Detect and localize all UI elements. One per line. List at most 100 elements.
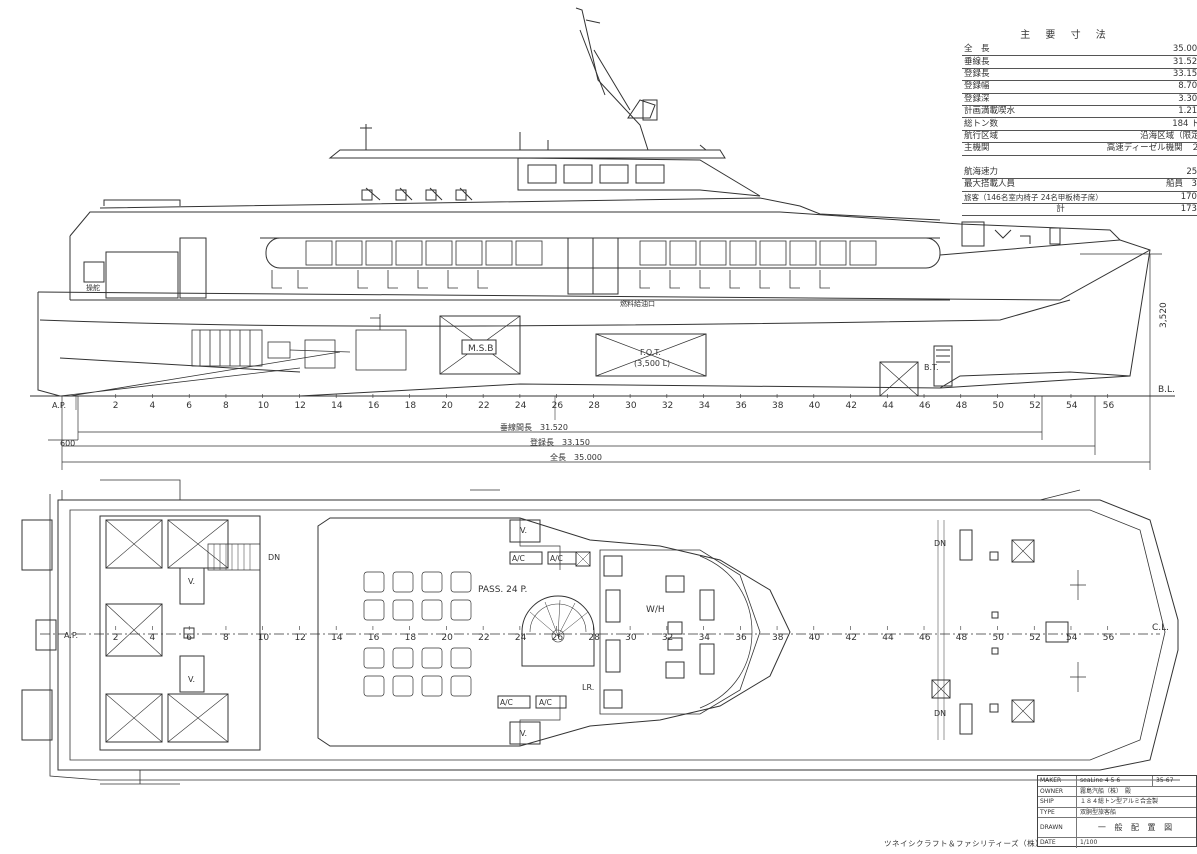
plan-frame-10: 10 <box>258 633 270 643</box>
plan-frame-54: 54 <box>1066 633 1078 643</box>
spec-label: 垂線長 <box>962 55 1105 69</box>
profile-frame-56: 56 <box>1103 401 1115 411</box>
spec-label: 計画満載喫水 <box>962 105 1105 119</box>
plan-frame-56: 56 <box>1103 633 1115 643</box>
spec-value: 33.15 m <box>1104 68 1197 82</box>
profile-frame-32: 32 <box>662 401 673 411</box>
plan-frame-20: 20 <box>441 633 453 643</box>
wheelhouse-label: W/H <box>646 605 665 615</box>
plan-frame-12: 12 <box>294 633 305 643</box>
overall-length-dimension: 全長 35.000 <box>550 452 602 462</box>
profile-frame-6: 6 <box>186 401 192 411</box>
plan-frame-16: 16 <box>368 633 380 643</box>
passenger-seat <box>363 599 385 621</box>
ac-unit-1: A/C <box>512 554 525 563</box>
profile-frame-8: 8 <box>223 401 229 411</box>
fo-capacity-label: (3,500 L) <box>634 359 670 368</box>
spec-value: 8.70 m <box>1104 80 1197 94</box>
drawing-title: 一 般 配 置 図 <box>1097 823 1176 833</box>
plan-frame-30: 30 <box>625 633 637 643</box>
spec-row: 旅客（146名室内椅子 24名甲板椅子席）170 名 <box>962 191 1197 205</box>
spec-value: 25 kt <box>1104 166 1197 180</box>
title-block-key: OWNER <box>1038 786 1077 797</box>
baseline-label: B.L. <box>1158 385 1175 395</box>
profile-frame-22: 22 <box>478 401 489 411</box>
spec-value: 3.30 m <box>1104 93 1197 106</box>
profile-frame-2: 2 <box>113 401 119 411</box>
ac-unit-2: A/C <box>550 554 563 563</box>
spec-value: 173 名 <box>1104 203 1197 217</box>
centerline-label: C.L. <box>1152 623 1169 633</box>
vent-aft-lower-label: V. <box>188 675 195 684</box>
spec-label: 計 <box>962 203 1105 217</box>
drawing-scale: 1/100 <box>1080 839 1098 847</box>
profile-frame-52: 52 <box>1029 401 1040 411</box>
spec-row: 全 長35.00 m <box>962 44 1197 57</box>
passenger-seat <box>392 599 414 621</box>
spec-label: 登録長 <box>962 68 1105 82</box>
spec-label: 総トン数 <box>962 117 1105 131</box>
spec-value: 31.52 m <box>1104 55 1197 69</box>
plan-frame-8: 8 <box>223 633 229 643</box>
profile-frame-18: 18 <box>405 401 417 411</box>
registered-length-dimension: 登録長 33.150 <box>530 437 590 447</box>
title-block-value: 霧島汽船（株） 殿 <box>1080 787 1132 795</box>
passenger-seat <box>421 647 443 669</box>
title-block-key: DATE <box>1038 838 1077 848</box>
passenger-seat <box>363 647 385 669</box>
profile-frame-16: 16 <box>368 401 380 411</box>
lr-label: LR. <box>582 683 594 692</box>
vent-aft-upper-label: V. <box>188 577 195 586</box>
profile-frame-24: 24 <box>515 401 527 411</box>
profile-frame-48: 48 <box>956 401 968 411</box>
passenger-seat <box>363 571 385 593</box>
fwd-stair-down-top-label: DN <box>934 539 946 548</box>
plan-frame-18: 18 <box>405 633 417 643</box>
profile-frame-50: 50 <box>993 401 1005 411</box>
spec-label: 登録深 <box>962 93 1105 106</box>
msb-label: M.S.B <box>468 344 493 354</box>
spec-label: 旅客（146名室内椅子 24名甲板椅子席） <box>962 191 1105 205</box>
profile-frame-38: 38 <box>772 401 784 411</box>
ac-unit-4: A/C <box>539 698 552 707</box>
plan-frame-22: 22 <box>478 633 489 643</box>
passenger-seat <box>392 647 414 669</box>
passenger-seat <box>450 599 472 621</box>
plan-frame-52: 52 <box>1029 633 1040 643</box>
plan-frame-24: 24 <box>515 633 527 643</box>
plan-frame-48: 48 <box>956 633 968 643</box>
passenger-seat <box>421 599 443 621</box>
plan-frame-44: 44 <box>882 633 894 643</box>
title-block-value: １８４総トン型アルミ合金製 <box>1080 798 1158 806</box>
plan-frame-50: 50 <box>993 633 1005 643</box>
passenger-seat <box>421 675 443 697</box>
fwd-stair-down-bottom-label: DN <box>934 709 946 718</box>
fuel-port-label: 燃料給油口 <box>620 299 655 308</box>
profile-frame-36: 36 <box>735 401 747 411</box>
vent-bottom-label: V. <box>520 729 527 738</box>
spec-value: 高速ディーゼル機関 ２基 <box>1104 142 1197 156</box>
title-block-key: TYPE <box>1038 807 1077 818</box>
profile-frame-26: 26 <box>552 401 564 411</box>
plan-frame-4: 4 <box>149 633 155 643</box>
plan-frame-36: 36 <box>735 633 747 643</box>
title-block-key: MAKER <box>1038 776 1077 786</box>
lpp-dimension: 垂線間長 31.520 <box>500 422 568 432</box>
passenger-seat <box>392 675 414 697</box>
spec-label: 主機関 <box>962 142 1105 156</box>
profile-frame-14: 14 <box>331 401 343 411</box>
vent-top-label: V. <box>520 526 527 535</box>
plan-frame-34: 34 <box>699 633 711 643</box>
plan-frame-38: 38 <box>772 633 784 643</box>
spec-value: 184 トン <box>1104 117 1197 131</box>
